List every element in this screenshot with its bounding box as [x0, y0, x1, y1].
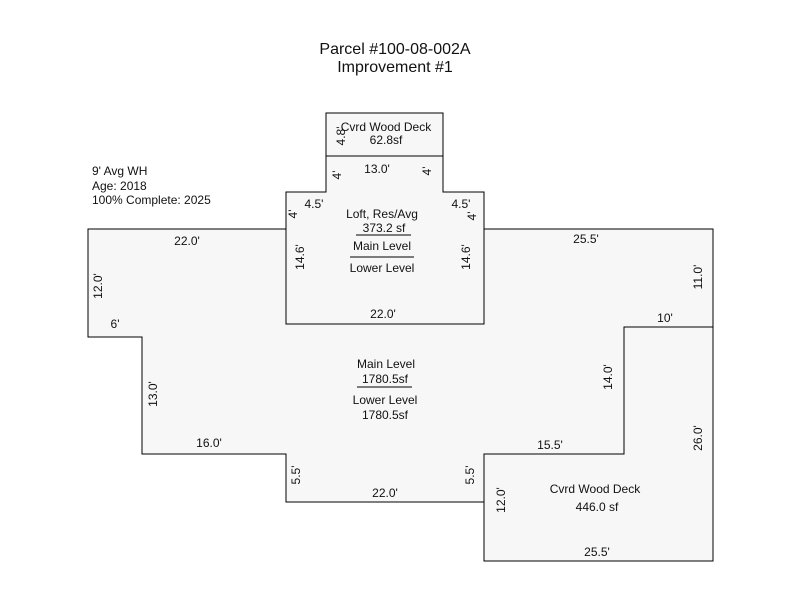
- dim-top-deck-side: 4.8': [334, 127, 348, 146]
- bottom-deck-name: Cvrd Wood Deck: [550, 482, 641, 496]
- loft-area: 373.2 sf: [363, 221, 406, 235]
- main-level-1: Main Level: [357, 357, 415, 371]
- top-deck-area: 62.8sf: [370, 133, 403, 147]
- dim-main-left-notch: 6': [111, 317, 120, 331]
- sketch-subtitle: Improvement #1: [337, 59, 453, 76]
- loft-name: Loft, Res/Avg: [346, 207, 418, 221]
- main-area-2: 1780.5sf: [362, 408, 409, 422]
- dim-loft-bottom: 22.0': [370, 307, 396, 321]
- loft-level-1: Main Level: [353, 239, 411, 253]
- dim-loft-top: 13.0': [364, 162, 390, 176]
- dim-deck-bottom: 25.5': [584, 545, 610, 559]
- dim-main-bottom-center: 22.0': [372, 486, 398, 500]
- dim-main-right-lower: 26.0': [691, 425, 705, 451]
- dim-deck-left: 12.0': [494, 487, 508, 513]
- bottom-deck-area: 446.0 sf: [576, 500, 619, 514]
- loft-level-2: Lower Level: [350, 261, 415, 275]
- dim-main-right-upper: 11.0': [691, 265, 705, 290]
- dim-main-notch-right: 5.5': [463, 466, 477, 485]
- dim-main-left-lower: 13.0': [146, 381, 160, 407]
- dim-loft-side-right: 14.6': [459, 244, 473, 270]
- age-note: Age: 2018: [92, 179, 147, 193]
- dim-main-top-right: 25.5': [573, 232, 599, 246]
- loft-outline: [285, 155, 485, 325]
- top-deck-name: Cvrd Wood Deck: [341, 120, 432, 134]
- dim-main-top-left: 22.0': [174, 234, 200, 248]
- dim-main-right-notch: 10': [657, 311, 673, 325]
- dim-loft-side-left-small: 4': [286, 210, 300, 219]
- wall-height-note: 9' Avg WH: [92, 164, 147, 178]
- main-level-2: Lower Level: [353, 393, 418, 407]
- bottom-deck-outline: [483, 326, 714, 562]
- complete-note: 100% Complete: 2025: [92, 193, 211, 207]
- dim-loft-side-left: 14.6': [293, 244, 307, 270]
- dim-main-bottom-right: 15.5': [537, 438, 563, 452]
- dim-loft-notch-right: 4': [420, 167, 434, 176]
- dim-main-notch-left: 5.5': [289, 466, 303, 485]
- top-deck-outline: [325, 112, 444, 157]
- dim-loft-step-left: 4.5': [305, 197, 324, 211]
- sketch-title: Parcel #100-08-002A: [319, 41, 471, 58]
- main-area-1: 1780.5sf: [362, 372, 409, 386]
- dim-main-left-upper: 12.0': [91, 273, 105, 299]
- dim-loft-notch-left: 4': [330, 171, 344, 180]
- dim-loft-side-right-small: 4': [465, 212, 479, 221]
- dim-main-right-mid: 14.0': [601, 364, 615, 390]
- dim-loft-step-right: 4.5': [452, 197, 471, 211]
- dim-main-bottom-left: 16.0': [196, 436, 222, 450]
